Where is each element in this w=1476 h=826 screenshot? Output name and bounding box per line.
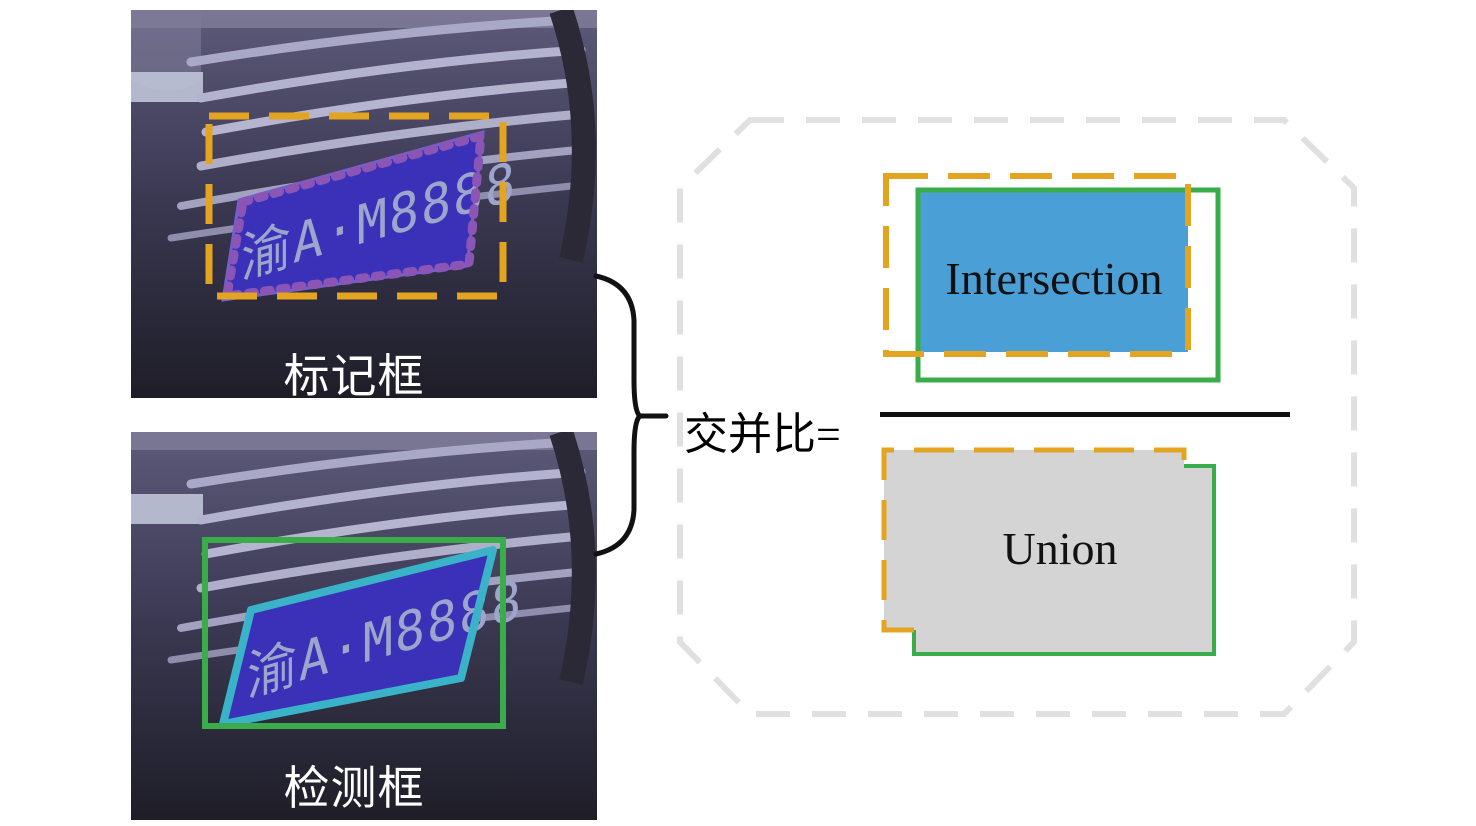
detection-box: [202, 537, 506, 729]
detection-photo: 渝A·M8888 检测框: [131, 428, 597, 820]
brace-connector: [593, 273, 669, 557]
annotation-box-outline: [883, 173, 1191, 357]
union-region: [884, 450, 1214, 654]
intersection-diagram: [883, 173, 1221, 383]
annotation-photo-illustration: 渝A·M8888: [131, 6, 597, 398]
annotation-box: [205, 112, 507, 300]
intersection-label: Intersection: [945, 253, 1163, 304]
intersection-region: [918, 190, 1188, 352]
iou-formula-label: 交并比=: [684, 410, 841, 459]
detection-box-outline: [915, 187, 1221, 383]
detection-box-label: 检测框: [283, 761, 425, 815]
annotation-polygon: [221, 129, 487, 302]
annotation-photo: 渝A·M8888 标记框: [131, 6, 597, 403]
fraction-line: [880, 412, 1290, 417]
annotation-box-label: 标记框: [283, 349, 425, 403]
detection-polygon: [219, 546, 497, 728]
detection-photo-illustration: 渝A·M8888: [131, 428, 597, 820]
iou-frame: [677, 117, 1357, 717]
union-diagram: [881, 447, 1216, 656]
union-label: Union: [1002, 523, 1118, 574]
annotation-box-outline: [881, 447, 1187, 633]
detection-box-outline: [912, 464, 1216, 656]
